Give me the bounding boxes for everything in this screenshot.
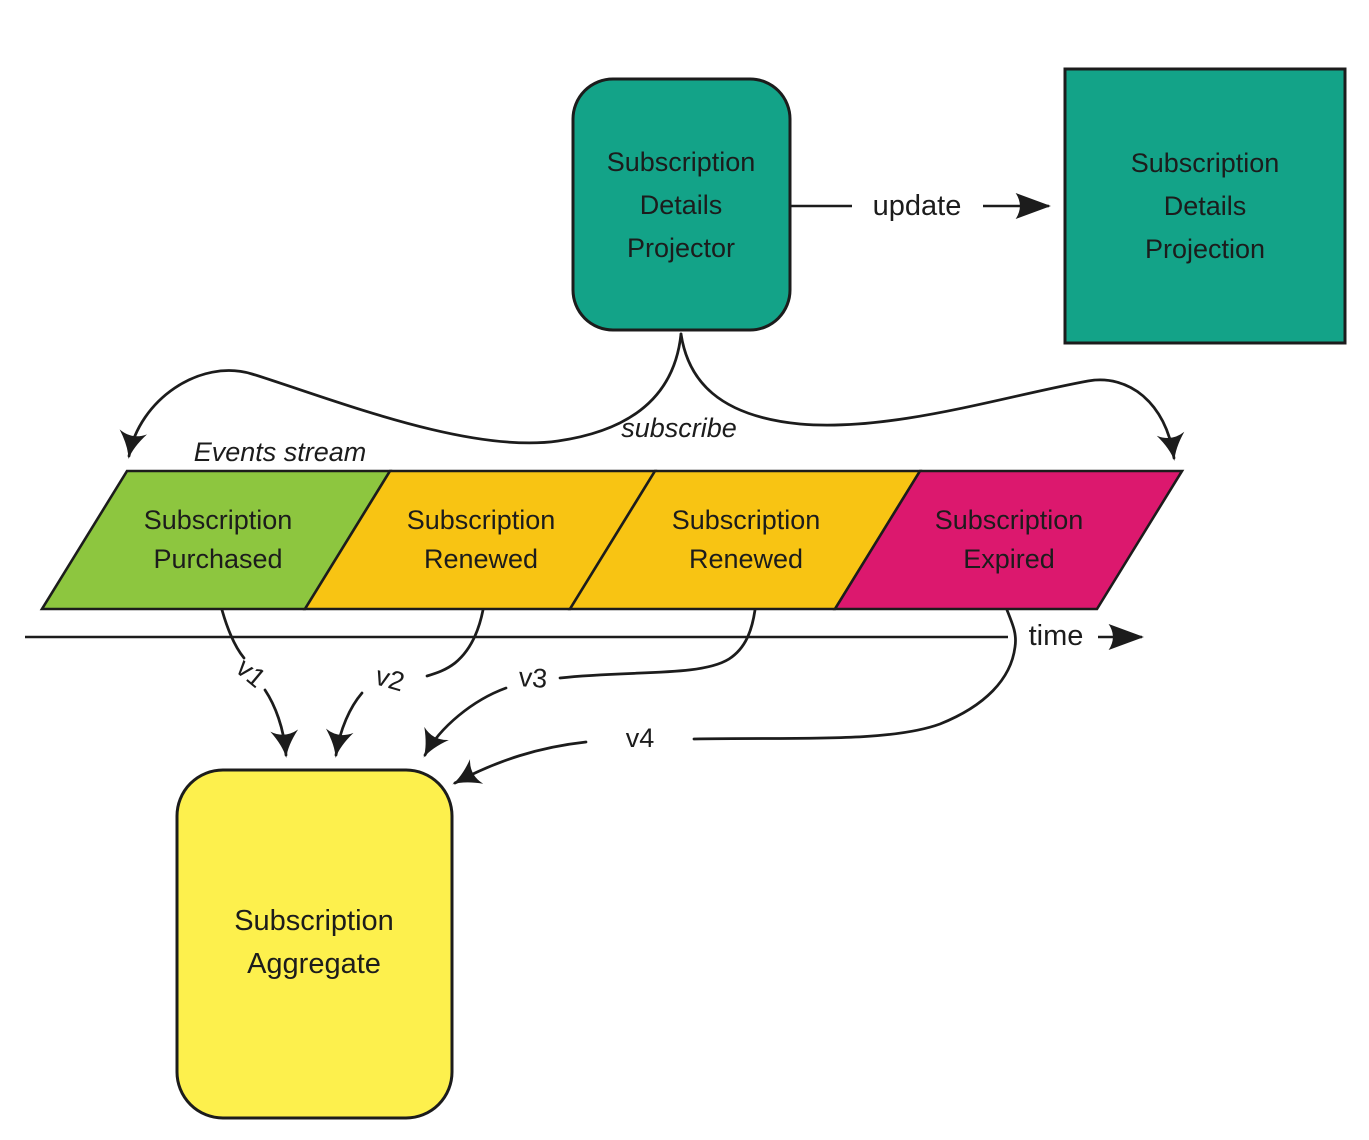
projection-label-line: Projection [1145, 234, 1265, 264]
projector-label-line: Subscription [607, 147, 756, 177]
v3-label: v3 [518, 662, 549, 694]
v4-arrow [452, 740, 588, 785]
projector-label-line: Details [640, 190, 723, 220]
projector-node [571, 77, 792, 332]
v1-curve-upper [220, 608, 246, 660]
event-renewed-2-label-line: Subscription [672, 505, 821, 535]
v2-label: v2 [372, 661, 408, 698]
v4-curve-upper [692, 608, 1017, 741]
subscribe-arrow-right [679, 332, 1185, 461]
event-expired-shape [832, 469, 1185, 611]
time-label: time [1029, 620, 1084, 652]
v1-label: v1 [230, 652, 271, 693]
event-purchased-label-line: Purchased [153, 544, 282, 574]
events-stream-label: Events stream [194, 437, 367, 467]
update-label: update [873, 190, 962, 222]
event-expired-label-line: Expired [963, 544, 1055, 574]
v3-arrow [423, 686, 508, 758]
v3-curve-upper [558, 608, 757, 680]
projector-label-line: Projector [627, 233, 735, 263]
event-renewed-1-label-line: Subscription [407, 505, 556, 535]
event-expired-label-line: Subscription [935, 505, 1084, 535]
v2-curve-upper [425, 608, 485, 678]
projection-label-line: Subscription [1131, 148, 1280, 178]
v1-arrow [263, 688, 299, 759]
v2-arrow [325, 691, 364, 758]
aggregate-label-line: Aggregate [247, 948, 381, 980]
subscribe-arrow-left [119, 332, 683, 459]
subscribe-label: subscribe [621, 413, 737, 443]
projection-label-line: Details [1164, 191, 1247, 221]
event-renewed-1-label-line: Renewed [424, 544, 538, 574]
event-renewed-2-label-line: Renewed [689, 544, 803, 574]
aggregate-node [175, 768, 454, 1120]
events-stream: Subscription Purchased Subscription Rene… [39, 469, 1185, 611]
v4-label: v4 [626, 723, 655, 753]
projection-node [1063, 67, 1347, 345]
event-purchased-label-line: Subscription [144, 505, 293, 535]
aggregate-label-line: Subscription [234, 905, 394, 937]
